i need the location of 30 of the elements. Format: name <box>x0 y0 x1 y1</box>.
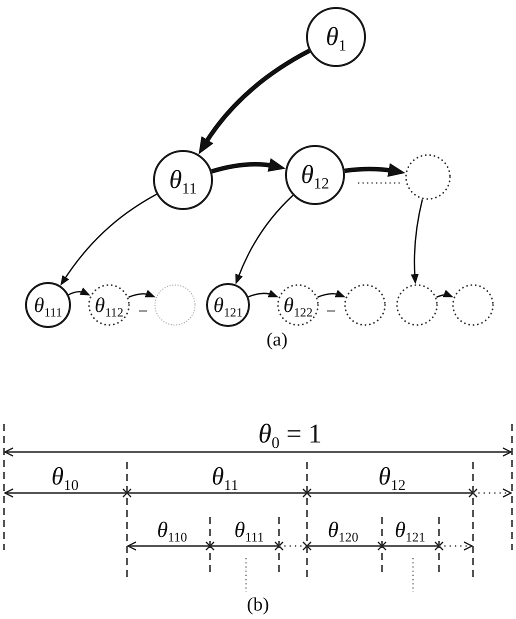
variable-label: θ$_{11}$ <box>169 167 197 193</box>
arrow <box>211 158 286 174</box>
arrow <box>344 163 406 178</box>
dimension-label: θ$_{0}$ = 1 <box>258 420 322 448</box>
arrow <box>235 194 294 284</box>
arrow <box>248 290 279 298</box>
arrow <box>317 290 346 298</box>
variable-label: θ$_{111}$ <box>34 294 62 316</box>
arrow <box>60 194 157 286</box>
variable-label: θ$_{121}$ <box>213 294 243 316</box>
dimension-label: θ$_{12}$ <box>378 464 406 490</box>
panel-caption: (b) <box>246 596 270 614</box>
variable-label: θ$_{112}$ <box>94 294 124 316</box>
arrow <box>68 288 90 296</box>
arrow <box>410 199 424 284</box>
dimension-label: θ$_{120}$ <box>328 519 358 541</box>
variable-label: θ$_{122}$ <box>283 294 313 316</box>
panel-caption: (a) <box>266 330 288 350</box>
variable-label: θ$_{1}$ <box>326 24 346 50</box>
variable-label: θ$_{12}$ <box>300 162 330 188</box>
arrow <box>128 290 156 298</box>
dimension-label: θ$_{111}$ <box>234 519 264 541</box>
dimension-label: θ$_{110}$ <box>156 519 188 541</box>
circle-node <box>25 282 71 328</box>
dimension-label: θ$_{121}$ <box>394 519 426 541</box>
dimension-label: θ$_{10}$ <box>51 464 79 490</box>
arrow <box>436 290 454 298</box>
circle-node <box>206 283 250 327</box>
arrow <box>198 48 310 154</box>
dimension-label: θ$_{11}$ <box>212 464 238 490</box>
